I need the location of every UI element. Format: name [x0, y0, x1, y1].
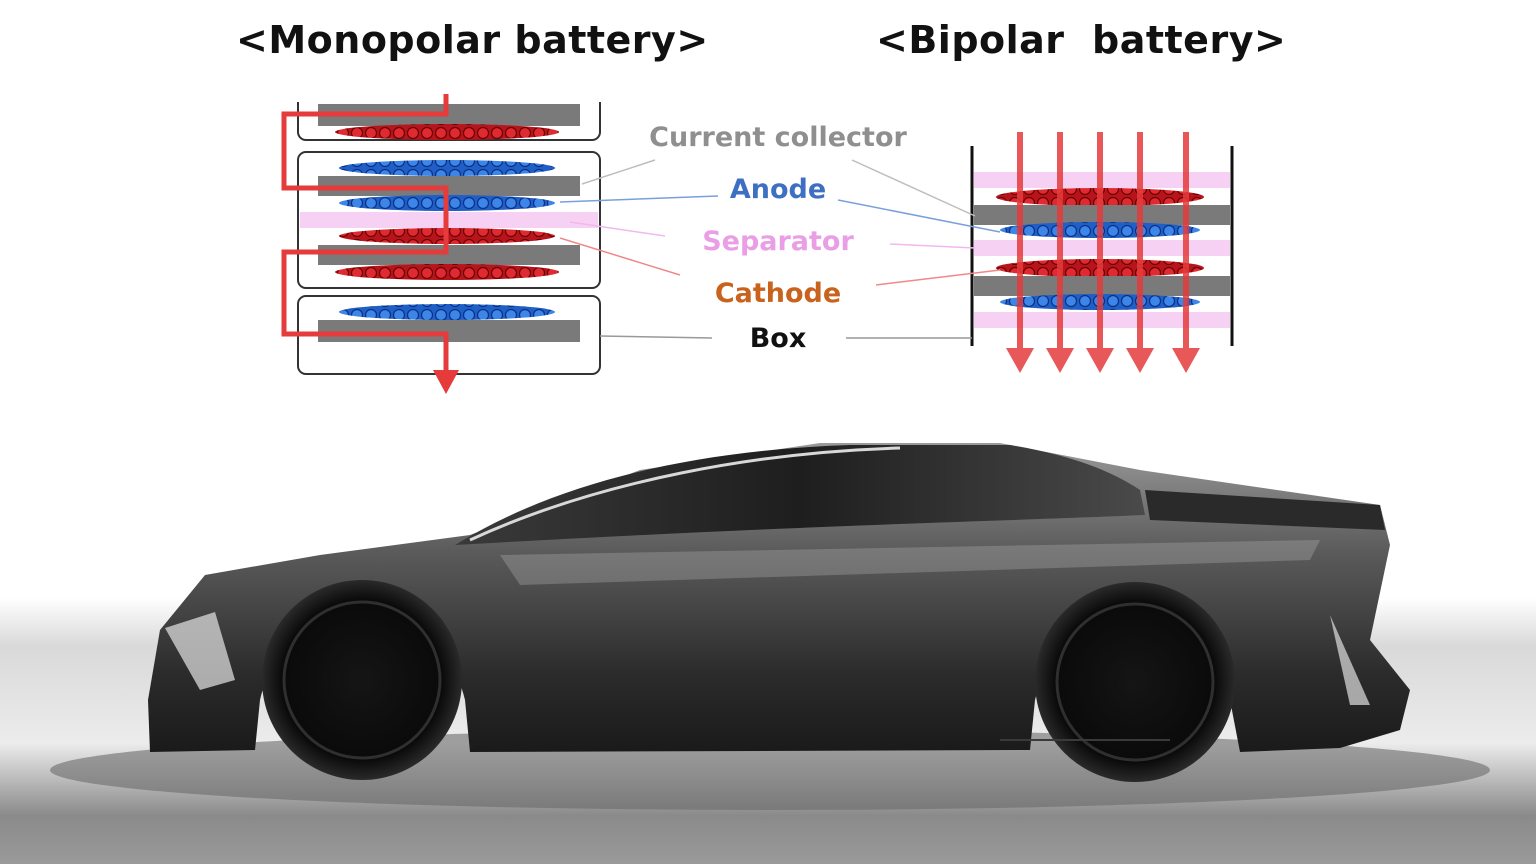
mono-anode-2a: [339, 160, 555, 176]
leader-lines: [559, 159, 1001, 339]
monopolar-title: <Monopolar battery>: [236, 18, 709, 62]
mono-anode-3: [339, 304, 555, 320]
bipolar-diagram: [970, 132, 1234, 373]
bipolar-title: <Bipolar battery>: [876, 18, 1287, 62]
mono-box-2: [297, 151, 601, 289]
rear-wheel: [1035, 582, 1235, 782]
car-body: [148, 443, 1410, 752]
label-anode: Anode: [729, 174, 827, 205]
car-glass: [455, 445, 1145, 545]
label-box: Box: [749, 323, 807, 354]
mono-cathode-1: [335, 124, 559, 140]
label-current-collector: Current collector: [649, 122, 907, 153]
mono-current-arrow-head: [433, 370, 459, 394]
front-wheel: [262, 580, 462, 780]
mono-cathode-2b: [335, 264, 559, 280]
label-separator: Separator: [702, 226, 854, 257]
label-cathode: Cathode: [714, 278, 842, 309]
mono-current-path: [281, 94, 449, 372]
mono-separator: [300, 212, 598, 228]
monopolar-diagram: [281, 80, 610, 394]
